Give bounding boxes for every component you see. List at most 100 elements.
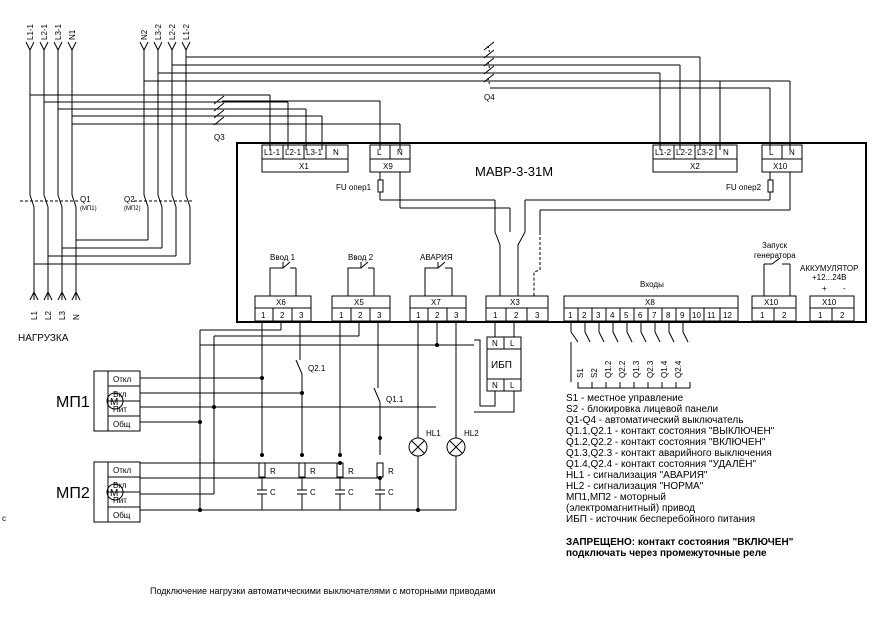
mp1-row-vkl: Вкл	[113, 390, 127, 399]
mp1-row-obsh: Общ	[113, 420, 131, 429]
terminal-x7: X7 1 2 3	[409, 295, 467, 322]
x8-input-q13: Q1.3	[632, 360, 641, 378]
mp2-row-vkl: Вкл	[113, 481, 127, 490]
label-q1-sub: (МП1)	[80, 206, 97, 212]
r1-label: R	[270, 467, 276, 476]
ups-n2: N	[492, 381, 498, 390]
x8-pin-1: 1	[568, 311, 573, 320]
legend-12: ИБП - источник бесперебойного питания	[566, 513, 755, 525]
hl2-label: HL2	[464, 429, 479, 438]
x3-pin-3: 3	[535, 311, 540, 320]
terminal-x8: X8 1 2 3 4 5 6 7 8 9 10 11 12	[563, 295, 739, 322]
supply-buses	[30, 56, 791, 150]
ups-l2: L	[510, 381, 515, 390]
x8-pin-12: 12	[723, 311, 732, 320]
x2-pin-2: L2-2	[676, 148, 693, 157]
fuses: FU опер1 FU опер2	[336, 172, 774, 200]
load-n: N	[72, 314, 81, 320]
terminal-x10-b: X10 1 2	[809, 295, 855, 322]
lamp-hl2: HL2	[446, 429, 479, 457]
input-label-l3-1: L3-1	[54, 23, 63, 40]
x8-input-q12: Q1.2	[604, 360, 613, 378]
x2-name: X2	[690, 162, 700, 171]
x8-pin-6: 6	[638, 311, 643, 320]
rc-snubbers: R R R R C C C C	[257, 462, 394, 510]
legend-10: МП1,МП2 - моторный	[566, 492, 666, 503]
x10top-pin-n: N	[789, 148, 795, 157]
akkum-minus: -	[843, 284, 846, 293]
terminal-x6: X6 1 2 3	[254, 295, 312, 322]
x6-name: X6	[276, 298, 286, 307]
c4-label: C	[388, 488, 394, 497]
x3-pin-1: 1	[493, 311, 498, 320]
motor-mp1: МП1 M Откл Вкл Пит Общ	[56, 370, 141, 432]
x8-pin-8: 8	[666, 311, 671, 320]
x8-input-q14: Q1.4	[660, 360, 669, 378]
figure-caption: Подключение нагрузки автоматическими вык…	[150, 586, 496, 596]
x8-input-contacts: S1 S2 Q1.2 Q2.2 Q1.3 Q2.3 Q1.4 Q2.4	[570, 321, 691, 389]
x8-pin-10: 10	[692, 311, 701, 320]
mp1-label: МП1	[56, 394, 90, 411]
breaker-q3: Q3	[213, 95, 225, 142]
motor-mp2: МП2 M Откл Вкл Пит Общ	[56, 461, 141, 523]
ups-box: N L ИБП N L	[474, 321, 522, 413]
legend-6: Q1.3,Q2.3 - контакт аварийного выключени…	[566, 448, 772, 459]
legend: S1 - местное управление S2 - блокировка …	[566, 393, 794, 559]
terminal-x10-a: X10 1 2	[751, 295, 797, 322]
x8-input-q23: Q2.3	[646, 360, 655, 378]
x10b-name: X10	[822, 298, 837, 307]
terminal-x1: L1-1 L2-1 L3-1 N X1	[261, 144, 349, 173]
x9-pin-l: L	[377, 148, 382, 157]
label-q1: Q1	[80, 195, 91, 204]
akkum-plus: +	[822, 284, 827, 293]
input-label-n2: N2	[140, 29, 149, 40]
device-body	[236, 142, 867, 323]
junction-dots	[198, 343, 439, 512]
x6-pin-1: 1	[261, 311, 266, 320]
mp2-label: МП2	[56, 485, 90, 502]
input-lines-2: N2 L3-2 L2-2 L1-2	[139, 23, 191, 195]
mp2-row-otkl: Откл	[113, 466, 131, 475]
x5-name: X5	[354, 298, 364, 307]
ups-l1: L	[510, 339, 515, 348]
x8-name: X8	[645, 298, 655, 307]
x3-pin-2: 2	[514, 311, 519, 320]
group-avaria: АВАРИЯ	[420, 253, 453, 262]
x1-pin-4: N	[333, 148, 339, 157]
legend-3: Q1-Q4 - автоматический выключатель	[566, 415, 743, 426]
mp2-row-obsh: Общ	[113, 511, 131, 520]
x5-pin-2: 2	[358, 311, 363, 320]
label-q3: Q3	[214, 133, 225, 142]
x7-pin-3: 3	[454, 311, 459, 320]
c1-label: C	[270, 488, 276, 497]
input-label-l1-1: L1-1	[26, 23, 35, 40]
group-vvod1: Ввод 1	[270, 253, 296, 262]
group-zapusk-2: генератора	[754, 251, 796, 260]
input-label-l3-2: L3-2	[154, 23, 163, 40]
legend-11: (электромагнитный) привод	[566, 503, 695, 514]
load-labels: L1 L2 L3 N НАГРУЗКА	[18, 311, 81, 344]
c3-label: C	[348, 488, 354, 497]
x6-pin-2: 2	[280, 311, 285, 320]
mp2-row-pit: Пит	[113, 496, 127, 505]
ups-n1: N	[492, 339, 498, 348]
load-caption: НАГРУЗКА	[18, 333, 69, 344]
input-label-l1-2: L1-2	[182, 23, 191, 40]
x10top-pin-l: L	[769, 148, 774, 157]
x7-pin-1: 1	[416, 311, 421, 320]
x8-pin-2: 2	[582, 311, 587, 320]
x8-pin-5: 5	[624, 311, 629, 320]
label-q4: Q4	[484, 93, 495, 102]
x10b-pin-1: 1	[818, 311, 823, 320]
contact-q21: Q2.1	[308, 364, 326, 373]
x8-pin-3: 3	[596, 311, 601, 320]
group-akkum-2: +12...24В	[812, 273, 846, 282]
x2-pin-1: L1-2	[655, 148, 672, 157]
legend-9: HL2 - сигнализация "НОРМА"	[566, 481, 704, 492]
warning-2: подключать через промежуточные реле	[566, 548, 767, 559]
legend-4: Q1.1,Q2.1 - контакт состояния "ВЫКЛЮЧЕН"	[566, 426, 775, 437]
mp1-m: M	[110, 397, 118, 408]
r2-label: R	[310, 467, 316, 476]
terminal-x3: X3 1 2 3	[485, 295, 549, 322]
x10top-name: X10	[773, 162, 788, 171]
